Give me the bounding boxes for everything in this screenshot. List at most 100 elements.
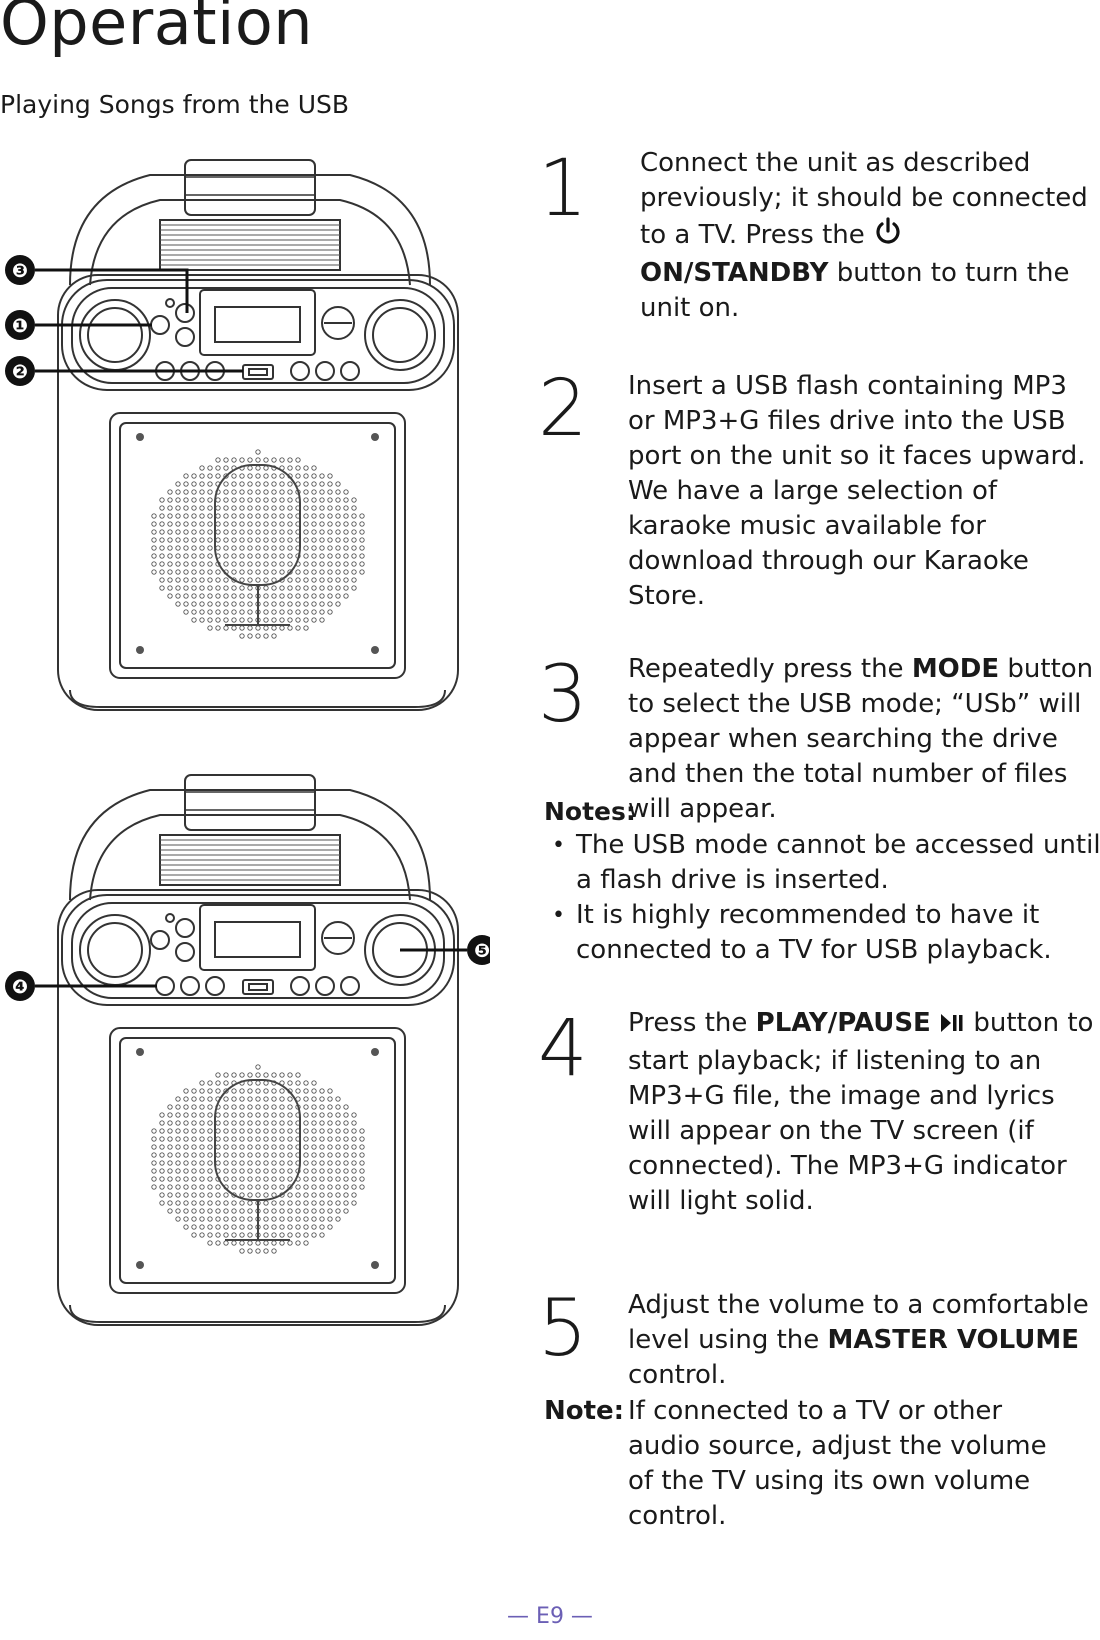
grille-dot [279,1232,285,1238]
grille-dot [223,609,229,615]
grille-dot [175,569,181,575]
grille-dot [183,505,189,511]
grille-dot [263,1208,269,1214]
grille-dot [271,505,277,511]
grille-dot [295,473,301,479]
grille-dot [295,593,301,599]
grille-dot [175,513,181,519]
grille-dot [343,489,349,495]
body-outline [57,889,459,1326]
grille-dot [319,1096,325,1102]
grille-dot [207,1080,213,1086]
grille-dot [215,585,221,591]
grille-dot [303,465,309,471]
grille-dot [319,553,325,559]
grille-dot [175,593,181,599]
grille-dot [263,593,269,599]
note-bullet-2: • It is highly recommended to have it co… [552,898,1100,968]
grille-dot [263,529,269,535]
grille-dot [159,521,165,527]
grille-dot [271,1232,277,1238]
grille-dot [319,537,325,543]
grille-dot [175,1160,181,1166]
grille-dot [255,529,261,535]
step-4-text-before: Press the [628,1008,756,1038]
grille-dot [207,513,213,519]
grille-dot [303,569,309,575]
grille-dot [239,577,245,583]
grille-dot [319,561,325,567]
step-3-bold: MODE [911,654,1000,684]
grille-dot [223,1192,229,1198]
grille-dot [311,1152,317,1158]
step-text-3: Repeatedly press the MODE button to sele… [628,652,1098,827]
step-text-2: Insert a USB flash containing MP3 or MP3… [628,371,1086,611]
grille-dot [191,577,197,583]
grille-dot [183,609,189,615]
grille-dot [319,1232,325,1238]
grille-dot [247,1224,253,1230]
grille-dot [207,1104,213,1110]
grille-dot [279,1224,285,1230]
grille-dot [303,553,309,559]
grille-dot [335,1136,341,1142]
grille-dot [239,1128,245,1134]
callout-4: ❹ [12,976,28,998]
grille-dot [207,1240,213,1246]
grille-dot [247,1088,253,1094]
grille-dot [191,1184,197,1190]
grille-dot [287,577,293,583]
volume-knob-inner [372,307,428,363]
grille-dot [191,1096,197,1102]
grille-dot [303,537,309,543]
grille-dot [239,1112,245,1118]
grille-dot [303,1176,309,1182]
grille-dot [263,497,269,503]
grille-dot [247,1096,253,1102]
grille-dot [191,1104,197,1110]
grille-dot [183,553,189,559]
grille-dot [335,545,341,551]
grille-dot [255,465,261,471]
control-panel-inner [71,287,445,384]
grille-dot [239,1208,245,1214]
grille-dot [183,561,189,567]
grille-dot [223,1080,229,1086]
grille-dot [279,1072,285,1078]
usb-port-inner [248,368,268,376]
grille-dot [279,529,285,535]
callout-2: ❷ [12,361,28,383]
grille-dot [335,585,341,591]
grille-dot [343,1160,349,1166]
handle [184,159,316,216]
grille-dot [359,1144,365,1150]
grille-dot [167,1160,173,1166]
grille-dot [335,1192,341,1198]
grille-dot [191,1168,197,1174]
grille-dot [303,577,309,583]
grille-dot [255,473,261,479]
grille-dot [319,521,325,527]
grille-dot [287,545,293,551]
grille-dot [263,1080,269,1086]
grille-dot [231,1168,237,1174]
grille-dot [207,609,213,615]
grille-dot [311,1208,317,1214]
grille-dot [151,1144,157,1150]
grille-dot [191,1232,197,1238]
grille-dot [191,1120,197,1126]
grille-dot [167,1120,173,1126]
grille-dot [271,1112,277,1118]
top-arch-inner [89,814,411,901]
note-item-1: The USB mode cannot be accessed until a … [576,830,1100,895]
grille-dot [311,481,317,487]
grille-dot [311,617,317,623]
grille-dot [303,1160,309,1166]
grille-dot [343,521,349,527]
grille-dot [207,529,213,535]
grille-dot [231,1176,237,1182]
grille-dot [167,561,173,567]
grille-dot [287,1120,293,1126]
grille-dot [247,1104,253,1110]
grille-dot [359,1152,365,1158]
